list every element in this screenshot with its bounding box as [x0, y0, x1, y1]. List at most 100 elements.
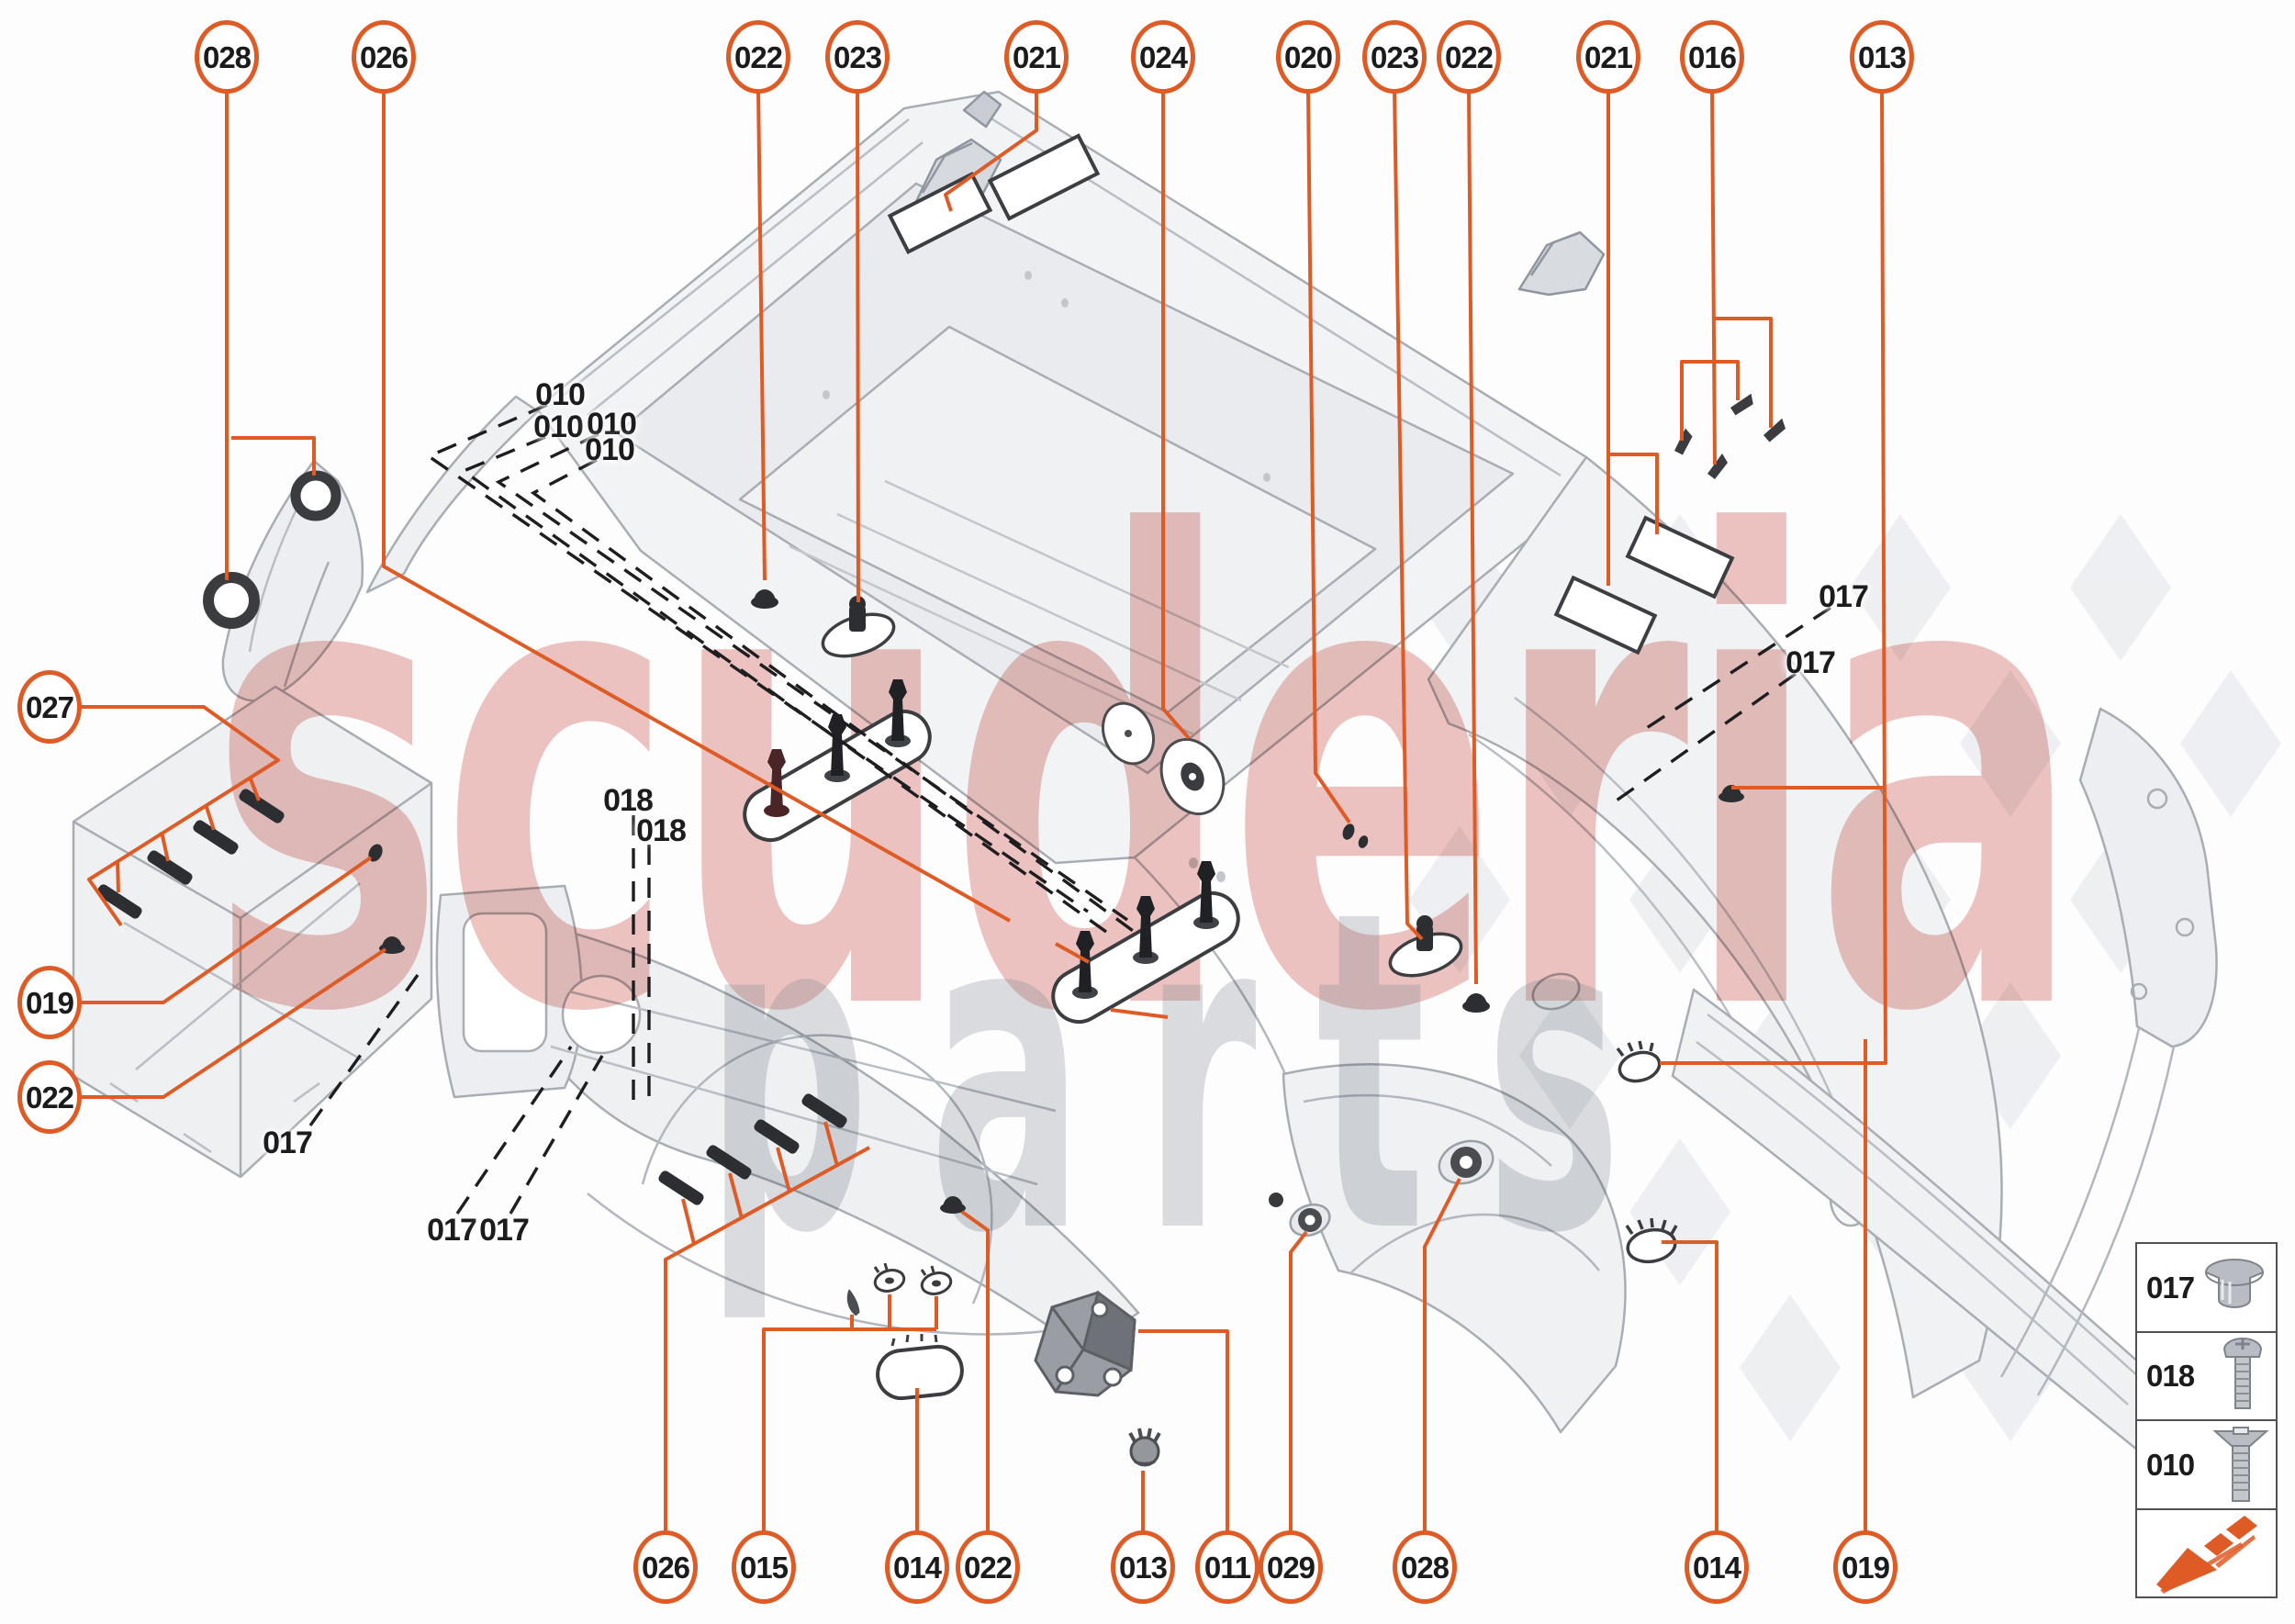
small-plug-icon	[368, 844, 383, 862]
dome-plug-icon	[1718, 785, 1744, 802]
ring-grommet-icon	[203, 572, 260, 629]
watermark-primary: scuderia	[208, 405, 2077, 1153]
legend-row-010: 010	[2137, 1419, 2276, 1508]
leader-026-top	[382, 89, 1169, 1019]
leader-021-top-right	[1606, 89, 1659, 586]
scuderia-arrow-logo	[2155, 1515, 2257, 1594]
car-body-line-art	[72, 90, 2267, 1535]
legend-logo-cell	[2137, 1507, 2276, 1597]
central-underbody	[435, 857, 1287, 1351]
leader-028-top	[225, 89, 316, 580]
leader-020	[1306, 88, 1351, 824]
part-number-label: 017	[1819, 579, 1869, 614]
leader-022-bottom	[960, 1210, 990, 1535]
dashed-leader-lines	[308, 403, 1831, 1215]
part-number-label: 010	[585, 432, 635, 467]
callout-bubble: 023	[825, 20, 890, 94]
latch-striker-right	[1517, 230, 1606, 297]
b-pillar-bracket	[1999, 707, 2218, 1396]
part-number-label: 010	[535, 377, 586, 412]
luggage-tub	[535, 90, 1588, 882]
pronged-plug-icon	[1128, 1428, 1161, 1467]
callout-bubble: 022	[956, 1530, 1020, 1604]
leader-013-top	[1660, 88, 1887, 1065]
part-number-label: 017	[427, 1213, 477, 1248]
leader-dashed-017	[1639, 606, 1831, 734]
lashed-eyelet-icon	[1616, 1040, 1662, 1083]
callout-bubble: 014	[1685, 1530, 1749, 1604]
callout-bubble: 029	[1259, 1530, 1323, 1604]
dome-plug-icon	[1462, 993, 1490, 1013]
legend-code: 018	[2146, 1359, 2195, 1394]
stud-bars-central	[658, 1093, 847, 1205]
ring-grommet-icon	[290, 470, 341, 521]
callout-bubble: 028	[1393, 1530, 1457, 1604]
leader-dashed-010	[495, 432, 1128, 922]
cone-clip-icon	[846, 1289, 860, 1316]
callout-bubble: 013	[1850, 20, 1914, 94]
gasket-disc-icon	[1102, 701, 1155, 766]
stud-plate-icon	[1051, 861, 1240, 1024]
callout-bubble: 016	[1680, 20, 1744, 94]
orange-leader-lines	[80, 88, 1887, 1535]
fasteners	[96, 393, 1786, 1467]
leader-029	[1289, 1230, 1308, 1535]
eyelet-grommet-icon	[920, 1265, 953, 1295]
fastener-legend: 017 018 010	[2135, 1242, 2278, 1598]
dome-cap-plug-icon	[2204, 1259, 2265, 1309]
tail-light-openings	[887, 133, 1735, 655]
leader-022-top	[756, 88, 767, 581]
mounting-bracket-part	[1034, 1290, 1136, 1397]
leader-dashed-017	[1613, 672, 1797, 804]
small-clip-icon	[1269, 1193, 1283, 1207]
bush-mount-icon	[1289, 1203, 1331, 1238]
callout-bubble: 021	[1004, 20, 1069, 94]
leader-dashed-010	[425, 403, 1089, 913]
oval-gasket-icon	[876, 1334, 964, 1401]
callout-bubble: 022	[726, 20, 790, 94]
callout-bubble: 020	[1276, 20, 1340, 94]
dome-plug-icon	[940, 1196, 966, 1214]
leader-027	[80, 705, 280, 927]
small-plug-icon	[1358, 835, 1369, 848]
part-number-label: 017	[1786, 645, 1836, 680]
callout-bubble: 022	[1437, 20, 1501, 94]
tub-left-arm	[365, 395, 540, 594]
trim-clip-icon	[1674, 393, 1786, 479]
part-number-label: 018	[636, 813, 687, 848]
watermark-secondary: parts	[705, 818, 1681, 1330]
part-number-label: 017	[263, 1126, 313, 1160]
leader-022-left	[80, 947, 387, 1099]
callout-bubble: 027	[17, 670, 82, 744]
callout-bubble: 026	[352, 20, 416, 94]
countersunk-screw-icon	[2212, 1427, 2269, 1503]
watermark-text: scuderia parts	[208, 405, 2083, 1330]
leader-015	[762, 1294, 938, 1535]
leader-014-bottom-right	[1662, 1240, 1718, 1535]
legend-code: 017	[2146, 1270, 2195, 1305]
leader-023-top	[856, 88, 860, 603]
leader-011	[1138, 1329, 1229, 1535]
eyelet-grommet-icon	[873, 1262, 906, 1293]
part-number-label: 010	[587, 407, 637, 442]
leader-026-bottom	[664, 1121, 870, 1535]
leader-dashed-010	[530, 458, 1148, 942]
leader-021-top-left	[944, 89, 1038, 212]
gasket-disc-icon	[1159, 737, 1226, 816]
legend-row-017: 017	[2137, 1244, 2276, 1331]
leader-019-left	[80, 856, 373, 1004]
left-fin-bracket	[221, 459, 364, 702]
dome-plug-icon	[751, 589, 778, 609]
leader-023-top-2	[1393, 88, 1424, 941]
bush-mount-icon	[1438, 1139, 1495, 1185]
leader-dashed-017	[455, 1046, 573, 1215]
stud-ring-grommet-icon	[821, 596, 896, 658]
callout-bubble: 023	[1362, 20, 1427, 94]
leader-dashed-017	[509, 1055, 604, 1215]
leader-022-top-2	[1467, 88, 1478, 985]
stud-bars-left	[96, 789, 285, 919]
small-plug-icon	[1342, 823, 1355, 840]
callout-bubble: 026	[633, 1530, 698, 1604]
callout-bubble: 021	[1576, 20, 1640, 94]
